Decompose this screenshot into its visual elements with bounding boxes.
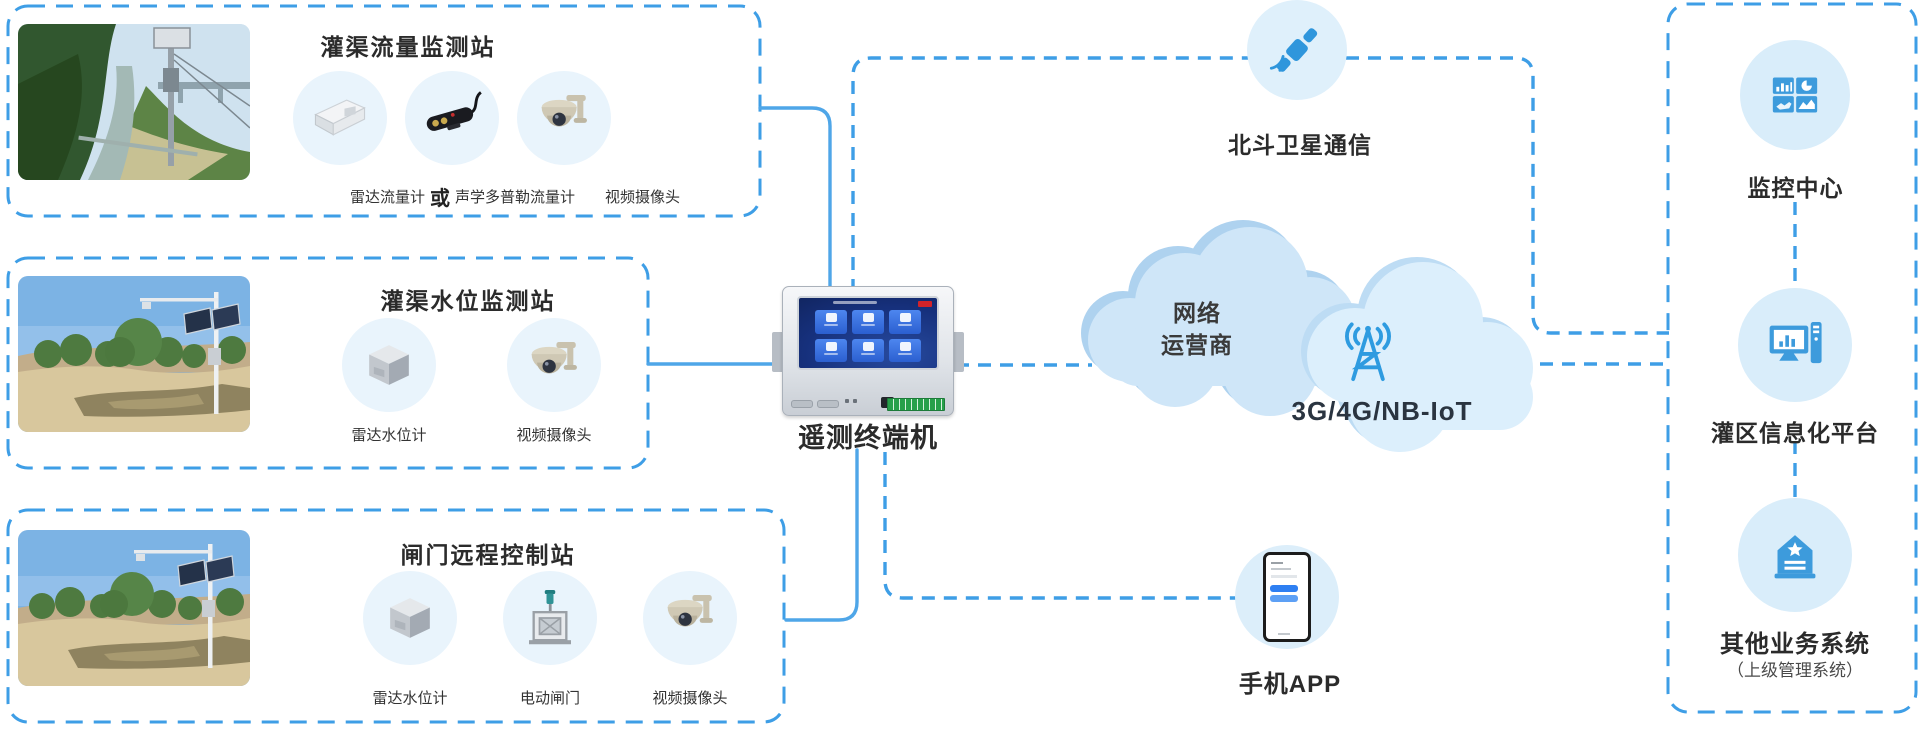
radar-level-gauge-icon (369, 345, 409, 385)
station-photo-gate (18, 530, 250, 686)
station-box-border-gate (6, 508, 786, 724)
ptz-camera-icon (531, 342, 577, 374)
link-terminal-satellite (851, 56, 1249, 292)
terminal-label: 遥测终端机 (798, 423, 938, 453)
instrument-circle (503, 571, 597, 665)
other-systems-sub-label: （上级管理系统） (1727, 661, 1863, 680)
sd-slot (817, 400, 839, 408)
telemetry-terminal-device (772, 286, 964, 416)
network-operator-line1: 网络 (1173, 300, 1221, 326)
screen-app-tile (852, 310, 884, 334)
right-panel-border (1666, 2, 1918, 714)
org-building-icon (1774, 535, 1816, 579)
radar-flow-meter-icon (314, 99, 366, 136)
station-title: 闸门远程控制站 (400, 542, 576, 568)
instrument-radar-level-gauge: 雷达水位计 (363, 571, 457, 707)
instrument-label: 视频摄像头 (605, 189, 681, 206)
phone-label: 手机APP (1238, 671, 1342, 698)
link-terminal-phone (883, 452, 1237, 600)
station-box-gate: 闸门远程控制站 雷达水位计 (8, 510, 784, 722)
instrument-circle (363, 571, 457, 665)
doppler-flow-meter-icon (426, 91, 482, 131)
instrument-video-camera: 视频摄像头 (507, 318, 601, 444)
screen-title-bar (833, 301, 877, 304)
platform-node (1738, 288, 1852, 402)
satellite-icon (1269, 28, 1318, 72)
electric-gate-icon (529, 590, 571, 645)
ptz-camera-icon (541, 95, 587, 127)
instrument-label: 雷达水位计 (372, 690, 448, 707)
instrument-circle (405, 71, 499, 165)
smartphone-graphic (1263, 552, 1311, 642)
instrument-circle (643, 571, 737, 665)
monitoring-center-label: 监控中心 (1747, 175, 1844, 201)
instrument-video-camera: 视频摄像头 (643, 571, 737, 707)
station-title: 灌渠水位监测站 (380, 288, 556, 314)
instrument-label: 视频摄像头 (652, 690, 728, 707)
monitoring-center-node (1740, 40, 1850, 150)
instrument-labels-row: 雷达流量计 或 声学多普勒流量计 视频摄像头 (350, 182, 680, 211)
phone-node (1235, 545, 1339, 649)
screen-app-tile (889, 338, 921, 362)
platform-computer-icon (1769, 322, 1822, 364)
dashboard-icon (1772, 77, 1818, 113)
station-title: 灌渠流量监测站 (320, 34, 496, 60)
other-systems-node (1738, 498, 1852, 612)
sim-slot (791, 400, 813, 408)
station-box-flow: 灌渠流量监测站 (8, 6, 760, 216)
instrument-circle (293, 71, 387, 165)
station-box-border-flow (6, 4, 762, 218)
station-box-level: 灌渠水位监测站 雷达水位计 (8, 258, 648, 468)
instrument-electric-gate: 电动闸门 (503, 571, 597, 707)
instrument-radar-flow-meter (293, 71, 387, 165)
link-flow-station-terminal (758, 106, 832, 302)
terminal-screen (797, 296, 939, 370)
radar-level-gauge-icon (390, 598, 430, 638)
mounting-bracket (952, 332, 964, 372)
terminal-body (782, 286, 954, 416)
instrument-circle (342, 318, 436, 412)
network-operator-line2: 运营商 (1161, 332, 1233, 358)
port-dot (853, 399, 857, 403)
instrument-doppler-flow-meter (405, 71, 499, 165)
instrument-circle (507, 318, 601, 412)
cell-tower-icon (1345, 322, 1391, 382)
instrument-label: 雷达水位计 (351, 427, 427, 444)
satellite-node (1247, 0, 1347, 100)
other-systems-label: 其他业务系统 (1720, 631, 1870, 658)
screen-app-tile (852, 338, 884, 362)
instrument-label: 电动闸门 (519, 690, 580, 707)
satellite-label: 北斗卫星通信 (1228, 132, 1372, 158)
network-operator-label: 网络 运营商 (1131, 297, 1263, 361)
instrument-radar-level-gauge: 雷达水位计 (342, 318, 436, 444)
link-gate-station-terminal (784, 448, 859, 622)
instrument-label: 声学多普勒流量计 (455, 189, 576, 206)
screen-app-tile (889, 310, 921, 334)
or-label: 或 (430, 188, 451, 210)
instrument-video-camera (517, 71, 611, 165)
port-dot (845, 399, 849, 403)
brand-logo (918, 301, 932, 307)
instrument-circle (517, 71, 611, 165)
station-photo-flow (18, 24, 250, 180)
terminal-block-connector (887, 398, 945, 411)
screen-app-grid (815, 310, 921, 362)
platform-label: 灌区信息化平台 (1711, 420, 1879, 446)
terminal-ports (789, 395, 947, 411)
screen-app-tile (815, 338, 847, 362)
instrument-label: 视频摄像头 (516, 427, 592, 444)
instrument-label: 雷达流量计 (350, 189, 426, 206)
ptz-camera-icon (667, 595, 713, 627)
cellular-tech-label: 3G/4G/NB-IoT (1291, 396, 1473, 426)
screen-app-tile (815, 310, 847, 334)
link-satellite-panel (1346, 56, 1669, 335)
station-photo-level (18, 276, 250, 432)
mounting-bracket (772, 332, 784, 372)
